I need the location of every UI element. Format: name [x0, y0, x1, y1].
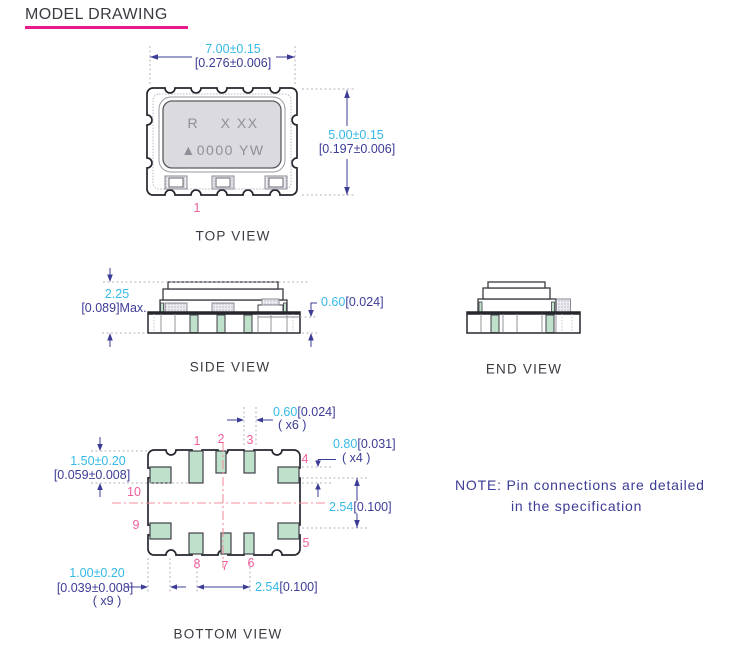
page-title: MODEL DRAWING: [25, 6, 168, 23]
top-view-caption: TOP VIEW: [195, 228, 271, 244]
package-marking-line2: ▲0000 YW: [181, 142, 265, 158]
pad-length-dim-mm: 1.00±0.20: [69, 565, 125, 580]
top-view-drawing: [146, 46, 356, 196]
top-width-dim-mm: 7.00±0.15: [205, 41, 261, 56]
pad-top-dim: 0.60[0.024]: [273, 406, 336, 419]
pin-8-label: 8: [193, 556, 201, 571]
pad-top-dim-mm: 0.60: [273, 404, 298, 419]
pitch-horizontal-dim-inch: [0.100]: [279, 579, 318, 594]
pad-side-dim-inch: [0.031]: [357, 436, 396, 451]
pin-4-label: 4: [301, 451, 309, 466]
pad1-length-dim-inch: [0.059±0.008]: [53, 467, 131, 482]
top-view-pin1-label: 1: [193, 200, 201, 215]
note-line2: in the specification: [511, 498, 643, 514]
pad-length-qty: ( x9 ): [92, 593, 122, 608]
pin-3-label: 3: [246, 432, 254, 447]
pad-side-dim-mm: 0.80: [333, 436, 358, 451]
bottom-view-caption: BOTTOM VIEW: [173, 626, 283, 642]
side-view-caption: SIDE VIEW: [189, 359, 271, 375]
side-base-dim-inch: [0.024]: [345, 294, 384, 309]
end-view-drawing: [466, 281, 581, 334]
top-height-dim-mm: 5.00±0.15: [326, 127, 386, 142]
top-height-dim-inch: [0.197±0.006]: [316, 141, 398, 156]
end-view-caption: END VIEW: [485, 361, 563, 377]
pin-2-label: 2: [217, 431, 225, 446]
pad1-length-dim-mm: 1.50±0.20: [70, 453, 126, 468]
pitch-vertical-dim-mm: 2.54: [329, 499, 354, 514]
package-marking-line1: R X XX: [187, 115, 259, 131]
pitch-vertical-dim: 2.54[0.100]: [327, 501, 394, 514]
pin-9-label: 9: [132, 517, 140, 532]
pad-top-qty: ( x6 ): [278, 417, 307, 432]
pin-7-label: 7: [221, 558, 229, 573]
pin-6-label: 6: [247, 555, 255, 570]
pad-side-qty: ( x4 ): [342, 450, 371, 465]
side-view-drawing: [102, 268, 317, 347]
pin-10-label: 10: [127, 484, 141, 499]
side-height-dim-mm: 2.25: [104, 286, 130, 301]
side-base-dim: 0.60[0.024]: [321, 296, 384, 309]
bottom-view-drawing: [91, 407, 368, 593]
pitch-horizontal-dim-mm: 2.54: [255, 579, 280, 594]
note-line1: NOTE: Pin connections are detailed: [455, 477, 705, 493]
pitch-vertical-dim-inch: [0.100]: [353, 499, 392, 514]
pitch-horizontal-dim: 2.54[0.100]: [255, 581, 318, 594]
pad-top-dim-inch: [0.024]: [297, 404, 336, 419]
pad-side-dim: 0.80[0.031]: [333, 438, 396, 451]
top-width-dim-inch: [0.276±0.006]: [192, 55, 274, 70]
pin-5-label: 5: [302, 535, 310, 550]
title-underline: [25, 26, 188, 29]
pad-length-dim-inch: [0.039±0.008]: [56, 580, 134, 595]
side-height-dim-inch: [0.089]Max.: [81, 300, 147, 315]
side-base-dim-mm: 0.60: [321, 294, 346, 309]
pin-1-label: 1: [193, 433, 201, 448]
